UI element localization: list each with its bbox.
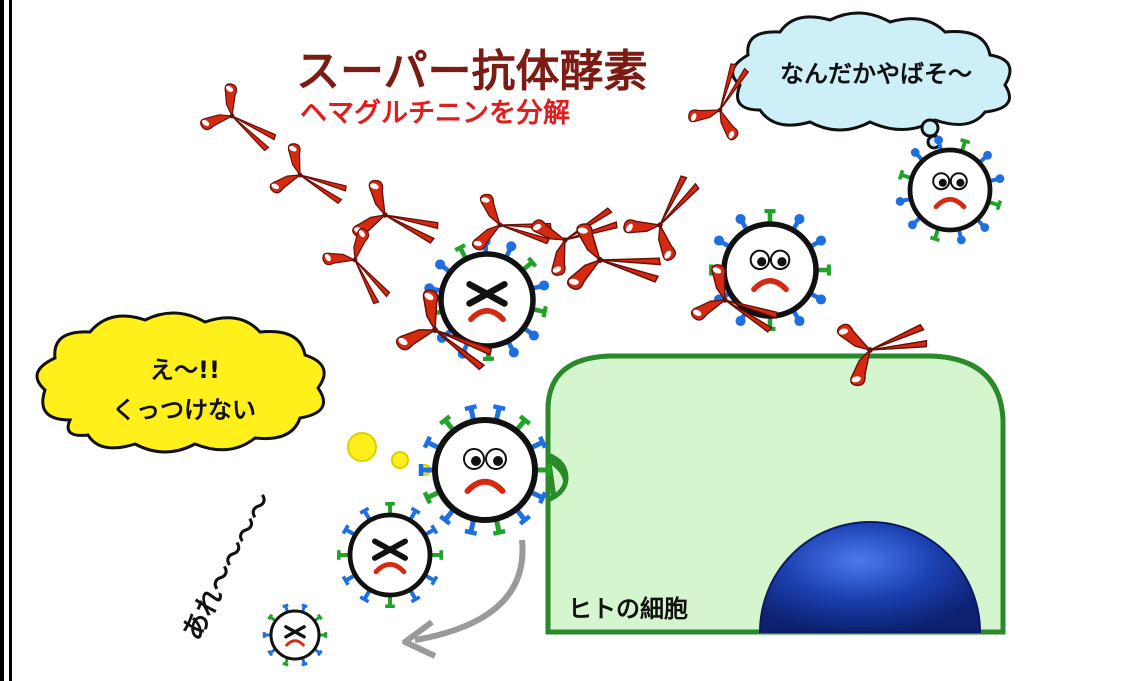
scissors-icon bbox=[623, 175, 700, 261]
scissors-icon bbox=[566, 223, 662, 290]
scissors-icon bbox=[269, 143, 347, 205]
scissors-layer bbox=[200, 63, 928, 387]
cloud-text-top: なんだかやばそ〜 bbox=[780, 60, 972, 88]
human-cell: ヒトの細胞 bbox=[545, 353, 1006, 635]
falling-arrow bbox=[402, 539, 526, 659]
virus-icon bbox=[895, 135, 1005, 245]
virus-icon bbox=[418, 404, 552, 536]
cloud-text-left-line2: くっつけない bbox=[112, 396, 256, 424]
scissors-icon bbox=[530, 207, 618, 276]
left-frame-bar bbox=[0, 0, 4, 681]
falling-text: あれ〜〜〜〜 bbox=[177, 488, 280, 646]
virus-icon bbox=[424, 236, 550, 362]
virus-icon bbox=[262, 603, 328, 667]
scissors-icon bbox=[836, 323, 928, 387]
scissors-icon bbox=[200, 83, 277, 152]
subtitle: ヘマグルチニンを分解 bbox=[300, 97, 570, 129]
scissors-icon bbox=[688, 63, 750, 141]
scissors-icon bbox=[690, 264, 778, 333]
scissors-icon bbox=[322, 228, 391, 305]
nucleus bbox=[758, 521, 982, 633]
scissors-icon bbox=[352, 179, 439, 244]
scissors-icon bbox=[395, 289, 493, 371]
cell-label: ヒトの細胞 bbox=[568, 595, 688, 623]
thought-cloud-top-right: なんだかやばそ〜 bbox=[731, 11, 1012, 150]
virus-icon bbox=[709, 209, 831, 331]
virus-icon bbox=[336, 501, 444, 609]
title: スーパー抗体酵素 bbox=[296, 46, 648, 97]
cloud-text-left-line1: え〜!! bbox=[150, 356, 220, 384]
thought-cloud-left: え〜!! くっつけない bbox=[35, 311, 431, 476]
virus-layer bbox=[262, 135, 1005, 667]
left-frame-bar-inner bbox=[9, 0, 12, 681]
